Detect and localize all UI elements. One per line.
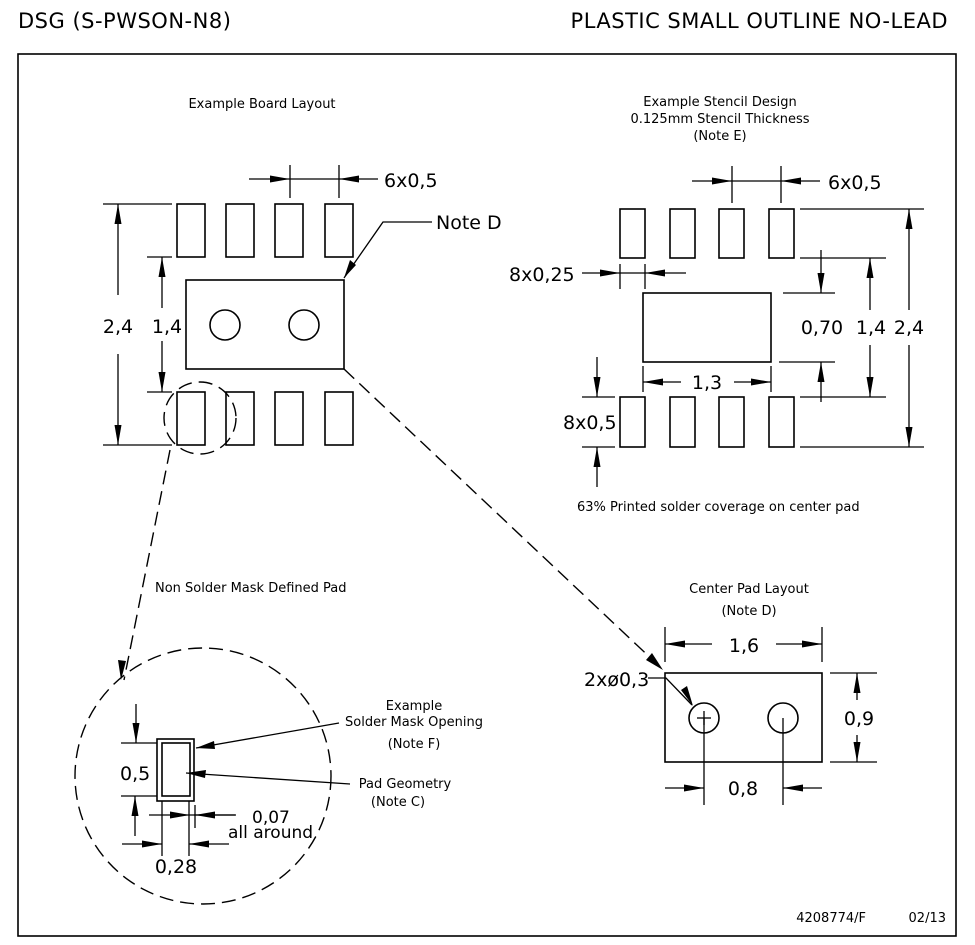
stencil-title-line3: (Note E): [693, 129, 746, 144]
stencil-center-width-label: 1,3: [692, 372, 722, 394]
board-note-d-label: Note D: [436, 212, 502, 234]
board-pad: [274, 391, 304, 446]
board-pad: [225, 391, 255, 446]
stencil-pad: [669, 396, 696, 448]
board-pitch-label: 6x0,5: [384, 170, 438, 192]
board-via: [288, 309, 320, 341]
stencil-inner-height-label: 1,4: [856, 317, 886, 339]
stencil-pad: [768, 208, 795, 259]
nsmd-clearance-label: 0,07: [252, 808, 290, 828]
center-pad-title-line1: Center Pad Layout: [689, 582, 809, 597]
board-outer-height-label: 2,4: [103, 316, 133, 338]
nsmd-title: Non Solder Mask Defined Pad: [155, 581, 347, 596]
board-pad: [324, 203, 354, 258]
mask-label-line1: Example: [386, 699, 442, 714]
board-pad: [176, 391, 206, 446]
mask-label-line2: Solder Mask Opening: [345, 715, 483, 730]
pad-label-line1: Pad Geometry: [359, 777, 452, 792]
board-pad: [324, 391, 354, 446]
board-pad: [225, 203, 255, 258]
board-layout-title: Example Board Layout: [188, 97, 335, 112]
package-name: PLASTIC SMALL OUTLINE NO-LEAD: [571, 9, 948, 33]
board-layout: Example Board Layout 6x0,5 Note D: [103, 97, 663, 681]
mask-label-line3: (Note F): [388, 737, 441, 752]
drawing-date: 02/13: [909, 911, 946, 926]
detail-leader-line: [123, 449, 171, 681]
nsmd-height-label: 0,5: [120, 763, 150, 785]
stencil-pad-height-label: 8x0,5: [563, 412, 617, 434]
board-via: [209, 309, 241, 341]
stencil-title-line1: Example Stencil Design: [643, 95, 797, 110]
nsmd-clearance-sub: all around: [228, 823, 313, 843]
stencil-pad-width-label: 8x0,25: [509, 264, 575, 286]
pad-label-line2: (Note C): [371, 795, 425, 810]
nsmd-pad-detail: Non Solder Mask Defined Pad Example Sold…: [74, 581, 483, 905]
board-pad: [176, 203, 206, 258]
stencil-coverage-note: 63% Printed solder coverage on center pa…: [577, 500, 860, 515]
board-inner-height-label: 1,4: [152, 316, 182, 338]
stencil-center-height-label: 0,70: [801, 317, 843, 339]
drawing-number: 4208774/F: [796, 911, 866, 926]
stencil-pad: [669, 208, 696, 259]
center-pad-via-pitch-label: 0,8: [728, 778, 758, 800]
stencil-pitch-label: 6x0,5: [828, 172, 882, 194]
center-pad-layout: Center Pad Layout (Note D) 1,6 0,9 2xø0,…: [584, 582, 877, 805]
pad-geometry: [161, 742, 191, 797]
stencil-pad: [619, 208, 646, 259]
nsmd-detail-circle: [74, 647, 332, 905]
board-center-pad: [185, 279, 345, 370]
stencil-pad: [718, 208, 745, 259]
center-pad-height-label: 0,9: [844, 708, 874, 730]
stencil-center-aperture: [642, 292, 772, 363]
center-pad-via-label: 2xø0,3: [584, 669, 649, 691]
board-pad: [274, 203, 304, 258]
center-pad-width-label: 1,6: [729, 635, 759, 657]
package-code: DSG (S-PWSON-N8): [18, 9, 231, 33]
drawing-border: [17, 53, 957, 937]
center-pad-outline: [664, 672, 823, 763]
stencil-outer-height-label: 2,4: [894, 317, 924, 339]
center-pad-title-line2: (Note D): [721, 604, 776, 619]
stencil-design: Example Stencil Design 0.125mm Stencil T…: [509, 95, 924, 515]
stencil-pad: [768, 396, 795, 448]
solder-mask-opening: [156, 738, 195, 802]
detail-callout-circle: [163, 381, 237, 455]
stencil-title-line2: 0.125mm Stencil Thickness: [630, 112, 809, 127]
nsmd-width-label: 0,28: [155, 856, 197, 878]
center-pad-leader-line: [343, 368, 659, 666]
stencil-pad: [718, 396, 745, 448]
stencil-pad: [619, 396, 646, 448]
